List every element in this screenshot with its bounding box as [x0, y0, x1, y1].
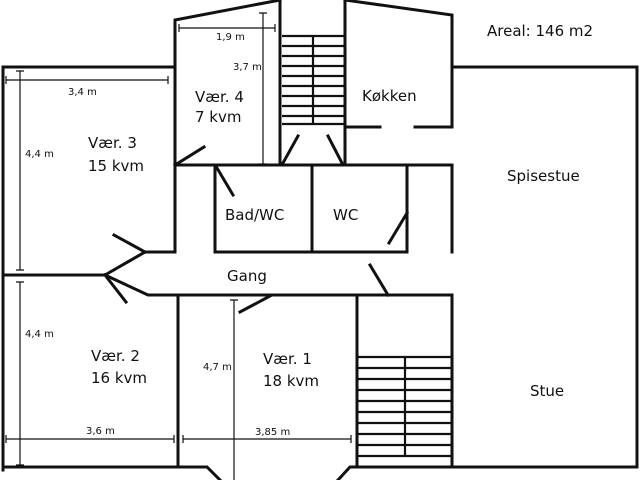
room-vaer2-name: Vær. 2 [91, 347, 140, 365]
room-vaer3-name: Vær. 3 [88, 134, 137, 152]
room-vaer1-size: 18 kvm [263, 372, 319, 390]
dim-vaer2-width: 3,6 m [86, 426, 115, 437]
doors [102, 133, 410, 315]
dim-vaer1-width: 3,85 m [255, 427, 290, 438]
dimension-lines [5, 12, 352, 480]
room-vaer3-size: 15 kvm [88, 157, 144, 175]
room-gang: Gang [227, 267, 267, 285]
staircase-bottom [357, 355, 452, 458]
room-wc: WC [333, 206, 358, 224]
room-badwc: Bad/WC [225, 206, 284, 224]
dim-vaer3-width: 3,4 m [68, 87, 97, 98]
dim-vaer2-height: 4,4 m [25, 329, 54, 340]
room-vaer4-name: Vær. 4 [195, 88, 244, 106]
dim-vaer4-height: 3,7 m [233, 62, 262, 73]
room-vaer1-name: Vær. 1 [263, 350, 312, 368]
room-spisestue: Spisestue [507, 167, 580, 185]
staircase-top [282, 34, 345, 126]
room-vaer2-size: 16 kvm [91, 369, 147, 387]
dim-vaer3-height: 4,4 m [25, 149, 54, 160]
room-vaer4-size: 7 kvm [195, 108, 242, 126]
dim-vaer4-width: 1,9 m [216, 32, 245, 43]
dim-vaer1-height: 4,7 m [203, 362, 232, 373]
area-label: Areal: 146 m2 [487, 22, 593, 40]
room-kokken: Køkken [362, 87, 417, 105]
room-stue: Stue [530, 382, 564, 400]
